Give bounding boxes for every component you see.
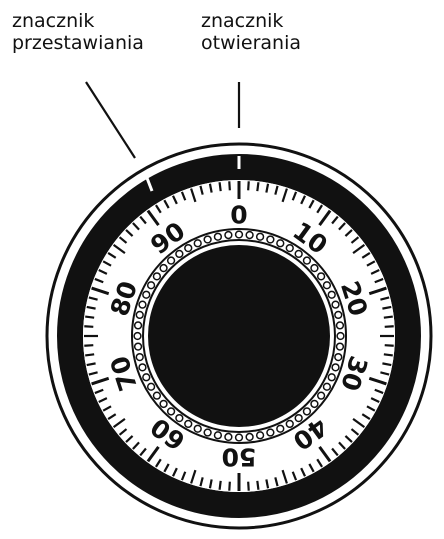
knob-bead <box>176 415 183 422</box>
reset-mark-leader-line <box>86 82 135 158</box>
knob-bead <box>304 257 311 264</box>
knob-bead <box>335 311 342 318</box>
dial-tick <box>384 354 393 355</box>
dial-tick <box>248 482 249 491</box>
dial-number-0: 0 <box>230 201 247 230</box>
knob-bead <box>332 301 339 308</box>
knob-bead <box>176 250 183 257</box>
dial-tick <box>257 481 258 490</box>
knob-bead <box>185 245 192 252</box>
knob-bead <box>277 425 284 432</box>
knob-bead <box>337 322 344 329</box>
knob-bead <box>267 429 274 436</box>
knob-bead <box>295 415 302 422</box>
knob-bead <box>168 408 175 415</box>
dial-knob[interactable] <box>148 245 330 427</box>
knob-bead <box>135 343 142 350</box>
knob-bead <box>236 231 243 238</box>
knob-bead <box>337 343 344 350</box>
knob-bead <box>304 408 311 415</box>
dial-tick <box>257 182 258 191</box>
knob-bead <box>148 282 155 289</box>
dial-tick <box>384 317 393 318</box>
dial-tick <box>385 326 394 327</box>
knob-bead <box>148 383 155 390</box>
knob-bead <box>246 232 253 239</box>
knob-bead <box>214 233 221 240</box>
knob-bead <box>143 374 150 381</box>
knob-bead <box>194 240 201 247</box>
knob-bead <box>324 383 331 390</box>
knob-bead <box>328 291 335 298</box>
knob-bead <box>318 273 325 280</box>
dial-tick <box>84 326 93 327</box>
dial-tick <box>229 482 230 491</box>
dial-tick <box>220 481 221 490</box>
knob-bead <box>295 250 302 257</box>
knob-bead <box>311 401 318 408</box>
knob-bead <box>277 240 284 247</box>
knob-bead <box>135 322 142 329</box>
dial-tick <box>229 181 230 190</box>
knob-bead <box>194 425 201 432</box>
dial-tick <box>85 354 94 355</box>
knob-bead <box>139 364 146 371</box>
knob-bead <box>311 265 318 272</box>
dial-tick <box>84 345 93 346</box>
knob-bead <box>168 257 175 264</box>
knob-bead <box>286 421 293 428</box>
knob-bead <box>225 434 232 441</box>
knob-bead <box>136 311 143 318</box>
dial-tick <box>85 317 94 318</box>
knob-bead <box>204 429 211 436</box>
knob-bead <box>160 265 167 272</box>
knob-bead <box>136 354 143 361</box>
knob-bead <box>160 401 167 408</box>
knob-bead <box>286 245 293 252</box>
knob-bead <box>236 434 243 441</box>
dial-tick <box>220 182 221 191</box>
knob-bead <box>332 364 339 371</box>
knob-bead <box>335 354 342 361</box>
knob-bead <box>139 301 146 308</box>
knob-bead <box>225 232 232 239</box>
knob-bead <box>204 236 211 243</box>
knob-bead <box>185 421 192 428</box>
knob-bead <box>324 282 331 289</box>
knob-bead <box>153 392 160 399</box>
dial-number-50: 50 <box>222 443 257 472</box>
knob-bead <box>246 434 253 441</box>
dial-tick <box>248 181 249 190</box>
knob-bead <box>337 333 344 340</box>
knob-bead <box>134 333 141 340</box>
knob-bead <box>257 432 264 439</box>
knob-bead <box>328 374 335 381</box>
dial-tick <box>385 345 394 346</box>
knob-bead <box>267 236 274 243</box>
knob-bead <box>318 392 325 399</box>
knob-bead <box>143 291 150 298</box>
knob-bead <box>257 233 264 240</box>
knob-bead <box>214 432 221 439</box>
knob-bead <box>153 273 160 280</box>
